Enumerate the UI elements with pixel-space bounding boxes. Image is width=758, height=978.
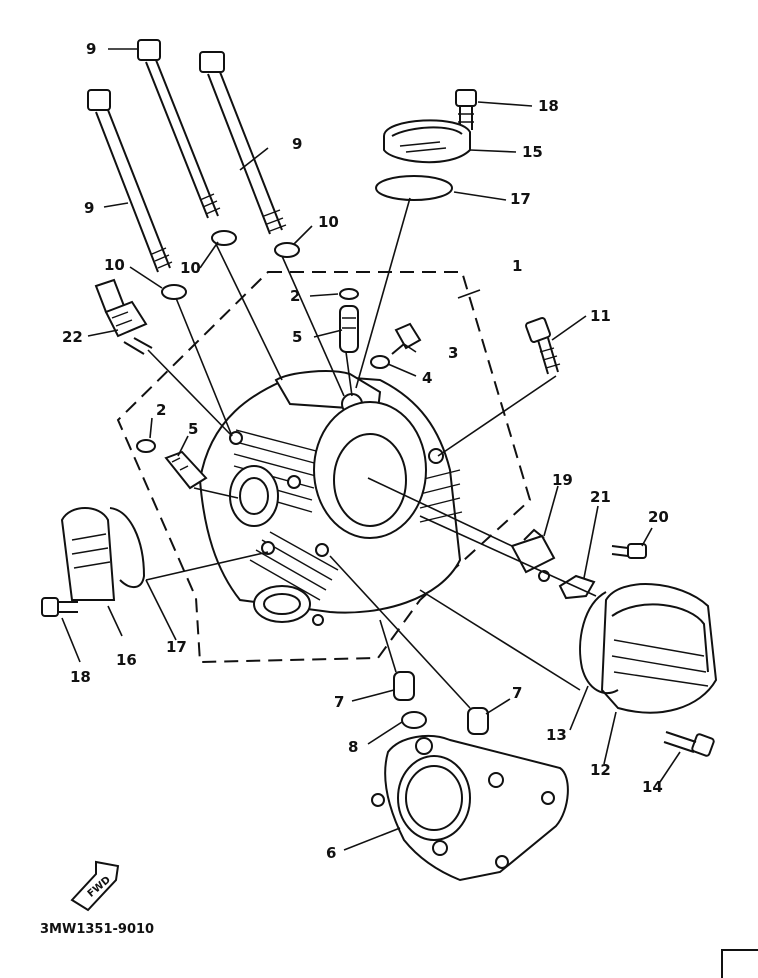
head-bolt-1 xyxy=(137,39,221,219)
bracket-21 xyxy=(558,574,596,600)
callout-5: 5 xyxy=(188,420,198,438)
oring-2-upper xyxy=(339,288,359,300)
callout-13: 13 xyxy=(546,726,567,744)
callout-4: 4 xyxy=(422,369,432,387)
washer-10b xyxy=(274,242,300,258)
callout-14: 14 xyxy=(642,778,663,796)
callout-20: 20 xyxy=(648,508,669,526)
washer-10a xyxy=(211,230,237,246)
cap-15 xyxy=(383,119,471,164)
oring-17-left xyxy=(109,507,146,588)
side-cover-16 xyxy=(60,507,116,601)
washer-4 xyxy=(370,355,390,369)
valve-guide-5-left xyxy=(164,450,208,490)
callout-16: 16 xyxy=(116,651,137,669)
part-code: 3MW1351-9010 xyxy=(40,922,154,937)
callout-18: 18 xyxy=(70,668,91,686)
callout-8: 8 xyxy=(348,738,358,756)
assembly-boundary xyxy=(116,271,532,664)
head-bolt-3 xyxy=(87,89,173,273)
oring-8 xyxy=(401,711,427,729)
callout-9: 9 xyxy=(292,135,302,153)
callout-9: 9 xyxy=(86,40,96,58)
callout-1: 1 xyxy=(512,257,522,275)
cylinder-head-body xyxy=(198,370,463,626)
oring-13 xyxy=(579,591,619,695)
leader-lines xyxy=(61,48,681,851)
valve-guide-5-upper xyxy=(339,305,359,353)
callout-17: 17 xyxy=(166,638,187,656)
bolt-11 xyxy=(525,317,561,375)
bolt-3 xyxy=(391,322,422,355)
callout-2: 2 xyxy=(290,287,300,305)
head-gasket-6 xyxy=(371,735,569,882)
callout-6: 6 xyxy=(326,844,336,862)
fwd-arrow-icon xyxy=(70,860,120,912)
callout-11: 11 xyxy=(590,307,611,325)
callout-19: 19 xyxy=(552,471,573,489)
callout-18: 18 xyxy=(538,97,559,115)
oring-2-left xyxy=(136,439,156,453)
spark-plug xyxy=(94,278,153,355)
callout-3: 3 xyxy=(448,344,458,362)
callout-9: 9 xyxy=(84,199,94,217)
washer-10c xyxy=(161,284,187,300)
page-corner-mark xyxy=(721,949,758,978)
callout-7: 7 xyxy=(334,693,344,711)
callout-17: 17 xyxy=(510,190,531,208)
bolt-20 xyxy=(611,543,647,559)
dowel-7b xyxy=(467,707,489,735)
bolt-18-left xyxy=(41,597,78,617)
bolt-14 xyxy=(663,731,715,757)
callout-10: 10 xyxy=(104,256,125,274)
dowel-7a xyxy=(393,671,415,701)
callout-10: 10 xyxy=(180,259,201,277)
callout-12: 12 xyxy=(590,761,611,779)
callout-15: 15 xyxy=(522,143,543,161)
oring-17-top xyxy=(375,175,453,201)
cover-12 xyxy=(600,583,718,714)
callout-10: 10 xyxy=(318,213,339,231)
callout-5: 5 xyxy=(292,328,302,346)
callout-labels: 9 9 9 10 10 10 22 2 5 3 4 1 11 18 15 17 … xyxy=(62,40,669,862)
callout-7: 7 xyxy=(512,684,522,702)
head-bolt-2 xyxy=(199,51,287,235)
callout-22: 22 xyxy=(62,328,83,346)
callout-21: 21 xyxy=(590,488,611,506)
callout-2: 2 xyxy=(156,401,166,419)
